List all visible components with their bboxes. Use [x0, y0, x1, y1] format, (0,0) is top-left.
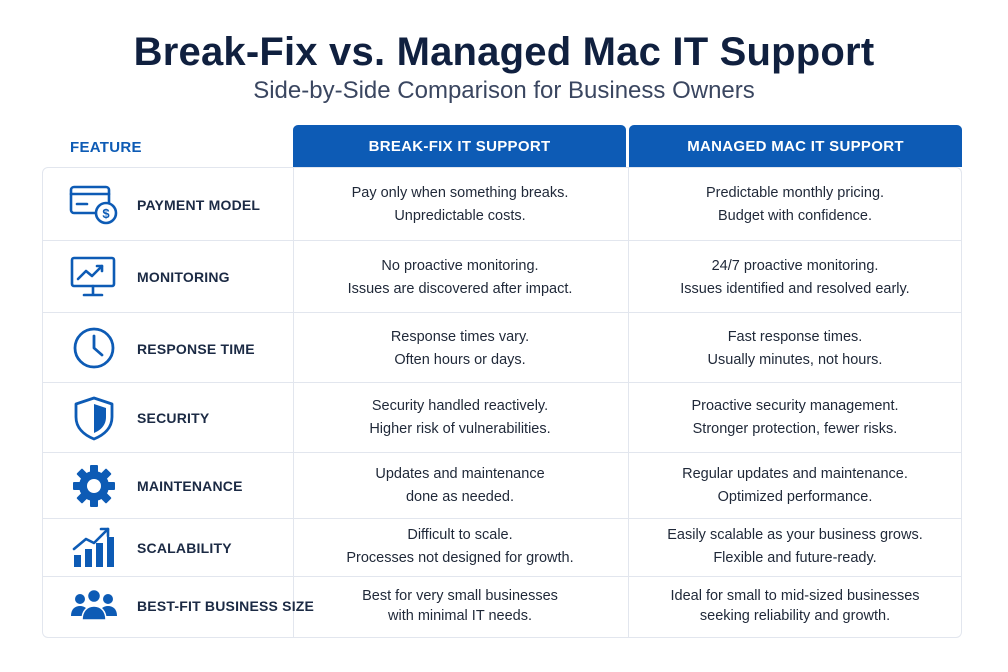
managed-cell: Ideal for small to mid-sized businesses … [670, 588, 920, 624]
breakfix-cell: Response times vary. Often hours or days… [390, 329, 530, 368]
table-row: BEST-FIT BUSINESS SIZE Best for very sma… [42, 577, 962, 637]
monitor-chart-icon [68, 254, 120, 300]
growth-chart-icon [68, 525, 120, 571]
breakfix-cell: Best for very small businesses with mini… [362, 588, 558, 624]
clock-icon [68, 325, 120, 371]
column-divider [293, 167, 294, 638]
payment-card-icon: $ [68, 181, 120, 227]
column-divider [628, 167, 629, 638]
feature-label: MONITORING [137, 269, 230, 285]
feature-column-header: FEATURE [70, 139, 142, 156]
row-divider [43, 312, 961, 313]
breakfix-cell: Pay only when something breaks. Unpredic… [351, 185, 569, 224]
people-group-icon [68, 584, 120, 630]
feature-label: BEST-FIT BUSINESS SIZE [137, 598, 315, 614]
table-row: RESPONSE TIME Response times vary. Often… [42, 313, 962, 383]
managed-column-header: MANAGED MAC IT SUPPORT [629, 125, 962, 167]
managed-cell: Easily scalable as your business grows. … [667, 527, 923, 566]
feature-label: SECURITY [137, 410, 210, 426]
feature-label: RESPONSE TIME [137, 341, 255, 357]
feature-label: MAINTENANCE [137, 478, 243, 494]
page-subtitle: Side-by-Side Comparison for Business Own… [253, 77, 755, 104]
svg-text:$: $ [102, 206, 110, 221]
row-divider [43, 382, 961, 383]
managed-cell: Predictable monthly pricing. Budget with… [705, 185, 885, 224]
table-row: SECURITY Security handled reactively. Hi… [42, 383, 962, 453]
breakfix-cell: No proactive monitoring. Issues are disc… [347, 258, 573, 297]
row-divider [43, 240, 961, 241]
shield-icon [68, 395, 120, 441]
gear-icon [68, 463, 120, 509]
breakfix-cell: Security handled reactively. Higher risk… [369, 398, 551, 437]
breakfix-cell: Difficult to scale. Processes not design… [346, 527, 574, 566]
feature-label: SCALABILITY [137, 540, 232, 556]
managed-cell: 24/7 proactive monitoring. Issues identi… [680, 258, 910, 297]
table-row: SCALABILITY Difficult to scale. Processe… [42, 519, 962, 577]
managed-cell: Fast response times. Usually minutes, no… [707, 329, 883, 368]
page-title: Break-Fix vs. Managed Mac IT Support [133, 30, 875, 74]
table-row: MONITORING No proactive monitoring. Issu… [42, 241, 962, 313]
feature-label: PAYMENT MODEL [137, 197, 261, 213]
table-frame [42, 167, 962, 638]
comparison-table: FEATURE BREAK-FIX IT SUPPORT MANAGED MAC… [42, 125, 962, 638]
row-divider [43, 518, 961, 519]
breakfix-cell: Updates and maintenance done as needed. [375, 466, 545, 505]
table-row: MAINTENANCE Updates and maintenance done… [42, 453, 962, 519]
breakfix-column-header: BREAK-FIX IT SUPPORT [293, 125, 626, 167]
managed-cell: Regular updates and maintenance. Optimiz… [682, 466, 908, 505]
managed-cell: Proactive security management. Stronger … [691, 398, 899, 437]
row-divider [43, 452, 961, 453]
table-row: $ PAYMENT MODEL Pay only when something … [42, 167, 962, 241]
row-divider [43, 576, 961, 577]
